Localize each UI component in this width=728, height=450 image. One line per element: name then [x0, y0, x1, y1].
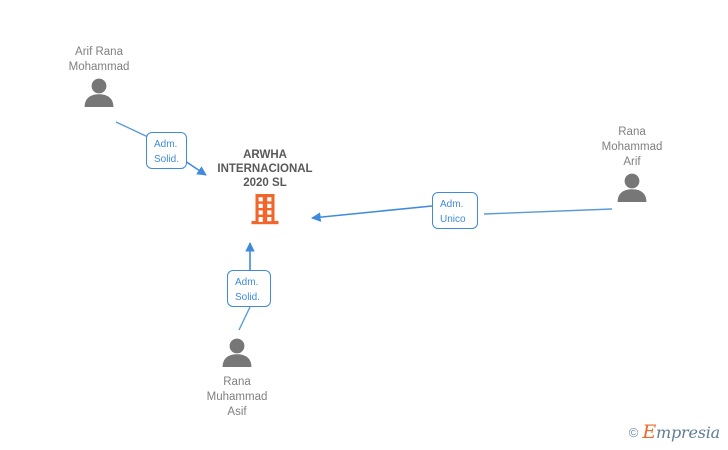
- relation-label-rana-mohammad-arif[interactable]: Adm. Unico: [432, 192, 478, 229]
- node-person-arif-rana-mohammad[interactable]: Arif Rana Mohammad: [29, 45, 169, 112]
- edge-rana-mohammad-arif-to-label: [483, 208, 613, 215]
- person-icon: [562, 172, 702, 207]
- edge-arif-rana-mohammad-to-label: [115, 121, 149, 138]
- edge-label-to-company-right: [311, 205, 433, 222]
- edge-rana-muhammad-asif-to-label: [238, 306, 251, 331]
- copyright-icon: ©: [628, 424, 639, 440]
- brand-name: Empresia: [642, 423, 720, 442]
- brand-rest: mpresia: [656, 423, 720, 442]
- node-person-rana-muhammad-asif[interactable]: Rana Muhammad Asif: [167, 335, 307, 420]
- empresia-watermark: © Empresia: [629, 423, 720, 442]
- person-icon: [29, 77, 169, 112]
- node-company-arwha-internacional-2020-sl[interactable]: ARWHA INTERNACIONAL 2020 SL: [195, 148, 335, 231]
- node-person-rana-mohammad-arif[interactable]: Rana Mohammad Arif: [562, 125, 702, 207]
- brand-initial: E: [642, 421, 656, 443]
- person-icon: [167, 337, 307, 372]
- relation-label-rana-muhammad-asif[interactable]: Adm. Solid.: [227, 270, 271, 307]
- relation-label-arif-rana-mohammad[interactable]: Adm. Solid.: [146, 132, 187, 169]
- edge-label-to-company-topleft: [184, 160, 207, 176]
- node-label-rana-mohammad-arif: Rana Mohammad Arif: [601, 126, 663, 168]
- company-name-label: ARWHA INTERNACIONAL 2020 SL: [217, 149, 313, 189]
- node-label-arif-rana-mohammad: Arif Rana Mohammad: [68, 46, 130, 73]
- building-icon: [195, 192, 335, 231]
- node-label-rana-muhammad-asif: Rana Muhammad Asif: [206, 376, 268, 418]
